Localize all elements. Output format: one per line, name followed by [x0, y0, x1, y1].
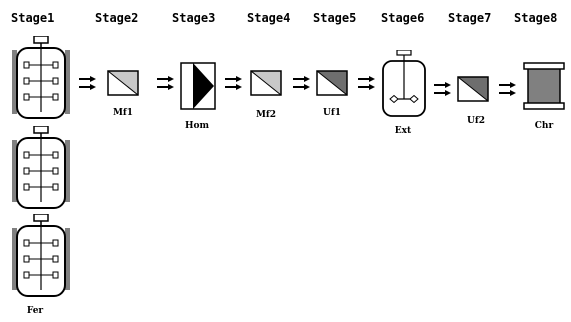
unit-label-mf2: Mf2 — [255, 110, 277, 120]
double-arrow-icon — [358, 76, 376, 90]
unit-label-hom: Hom — [184, 121, 210, 131]
double-arrow-icon — [79, 76, 97, 90]
microfilter-icon — [107, 70, 139, 96]
stage-title-5: Stage5 — [313, 11, 357, 25]
double-arrow-icon — [499, 82, 517, 96]
stage-title-2: Stage2 — [95, 11, 139, 25]
fermenter-vessel-icon — [10, 126, 72, 212]
stage-title-7: Stage7 — [448, 11, 492, 25]
double-arrow-icon — [434, 82, 452, 96]
microfilter-icon — [250, 70, 282, 96]
unit-label-mf1: Mf1 — [112, 108, 134, 118]
double-arrow-icon — [293, 76, 311, 90]
stage-title-1: Stage1 — [11, 11, 55, 25]
fermenter-vessel-icon — [10, 36, 72, 124]
chromatography-column-icon — [523, 62, 565, 110]
unit-label-fer: Fer — [26, 306, 44, 316]
homogenizer-icon — [180, 62, 216, 110]
ultrafilter-icon — [457, 76, 489, 102]
stage-title-4: Stage4 — [247, 11, 291, 25]
unit-label-chr: Chr — [534, 121, 554, 131]
stage-title-8: Stage8 — [514, 11, 558, 25]
unit-label-uf1: Uf1 — [323, 108, 341, 118]
double-arrow-icon — [225, 76, 243, 90]
stage-title-6: Stage6 — [381, 11, 425, 25]
ultrafilter-icon — [316, 70, 348, 96]
stage-title-3: Stage3 — [172, 11, 216, 25]
extraction-tank-icon — [381, 50, 427, 118]
unit-label-uf2: Uf2 — [467, 116, 485, 126]
unit-label-ext: Ext — [394, 126, 412, 136]
double-arrow-icon — [157, 76, 175, 90]
fermenter-vessel-icon — [10, 214, 72, 300]
